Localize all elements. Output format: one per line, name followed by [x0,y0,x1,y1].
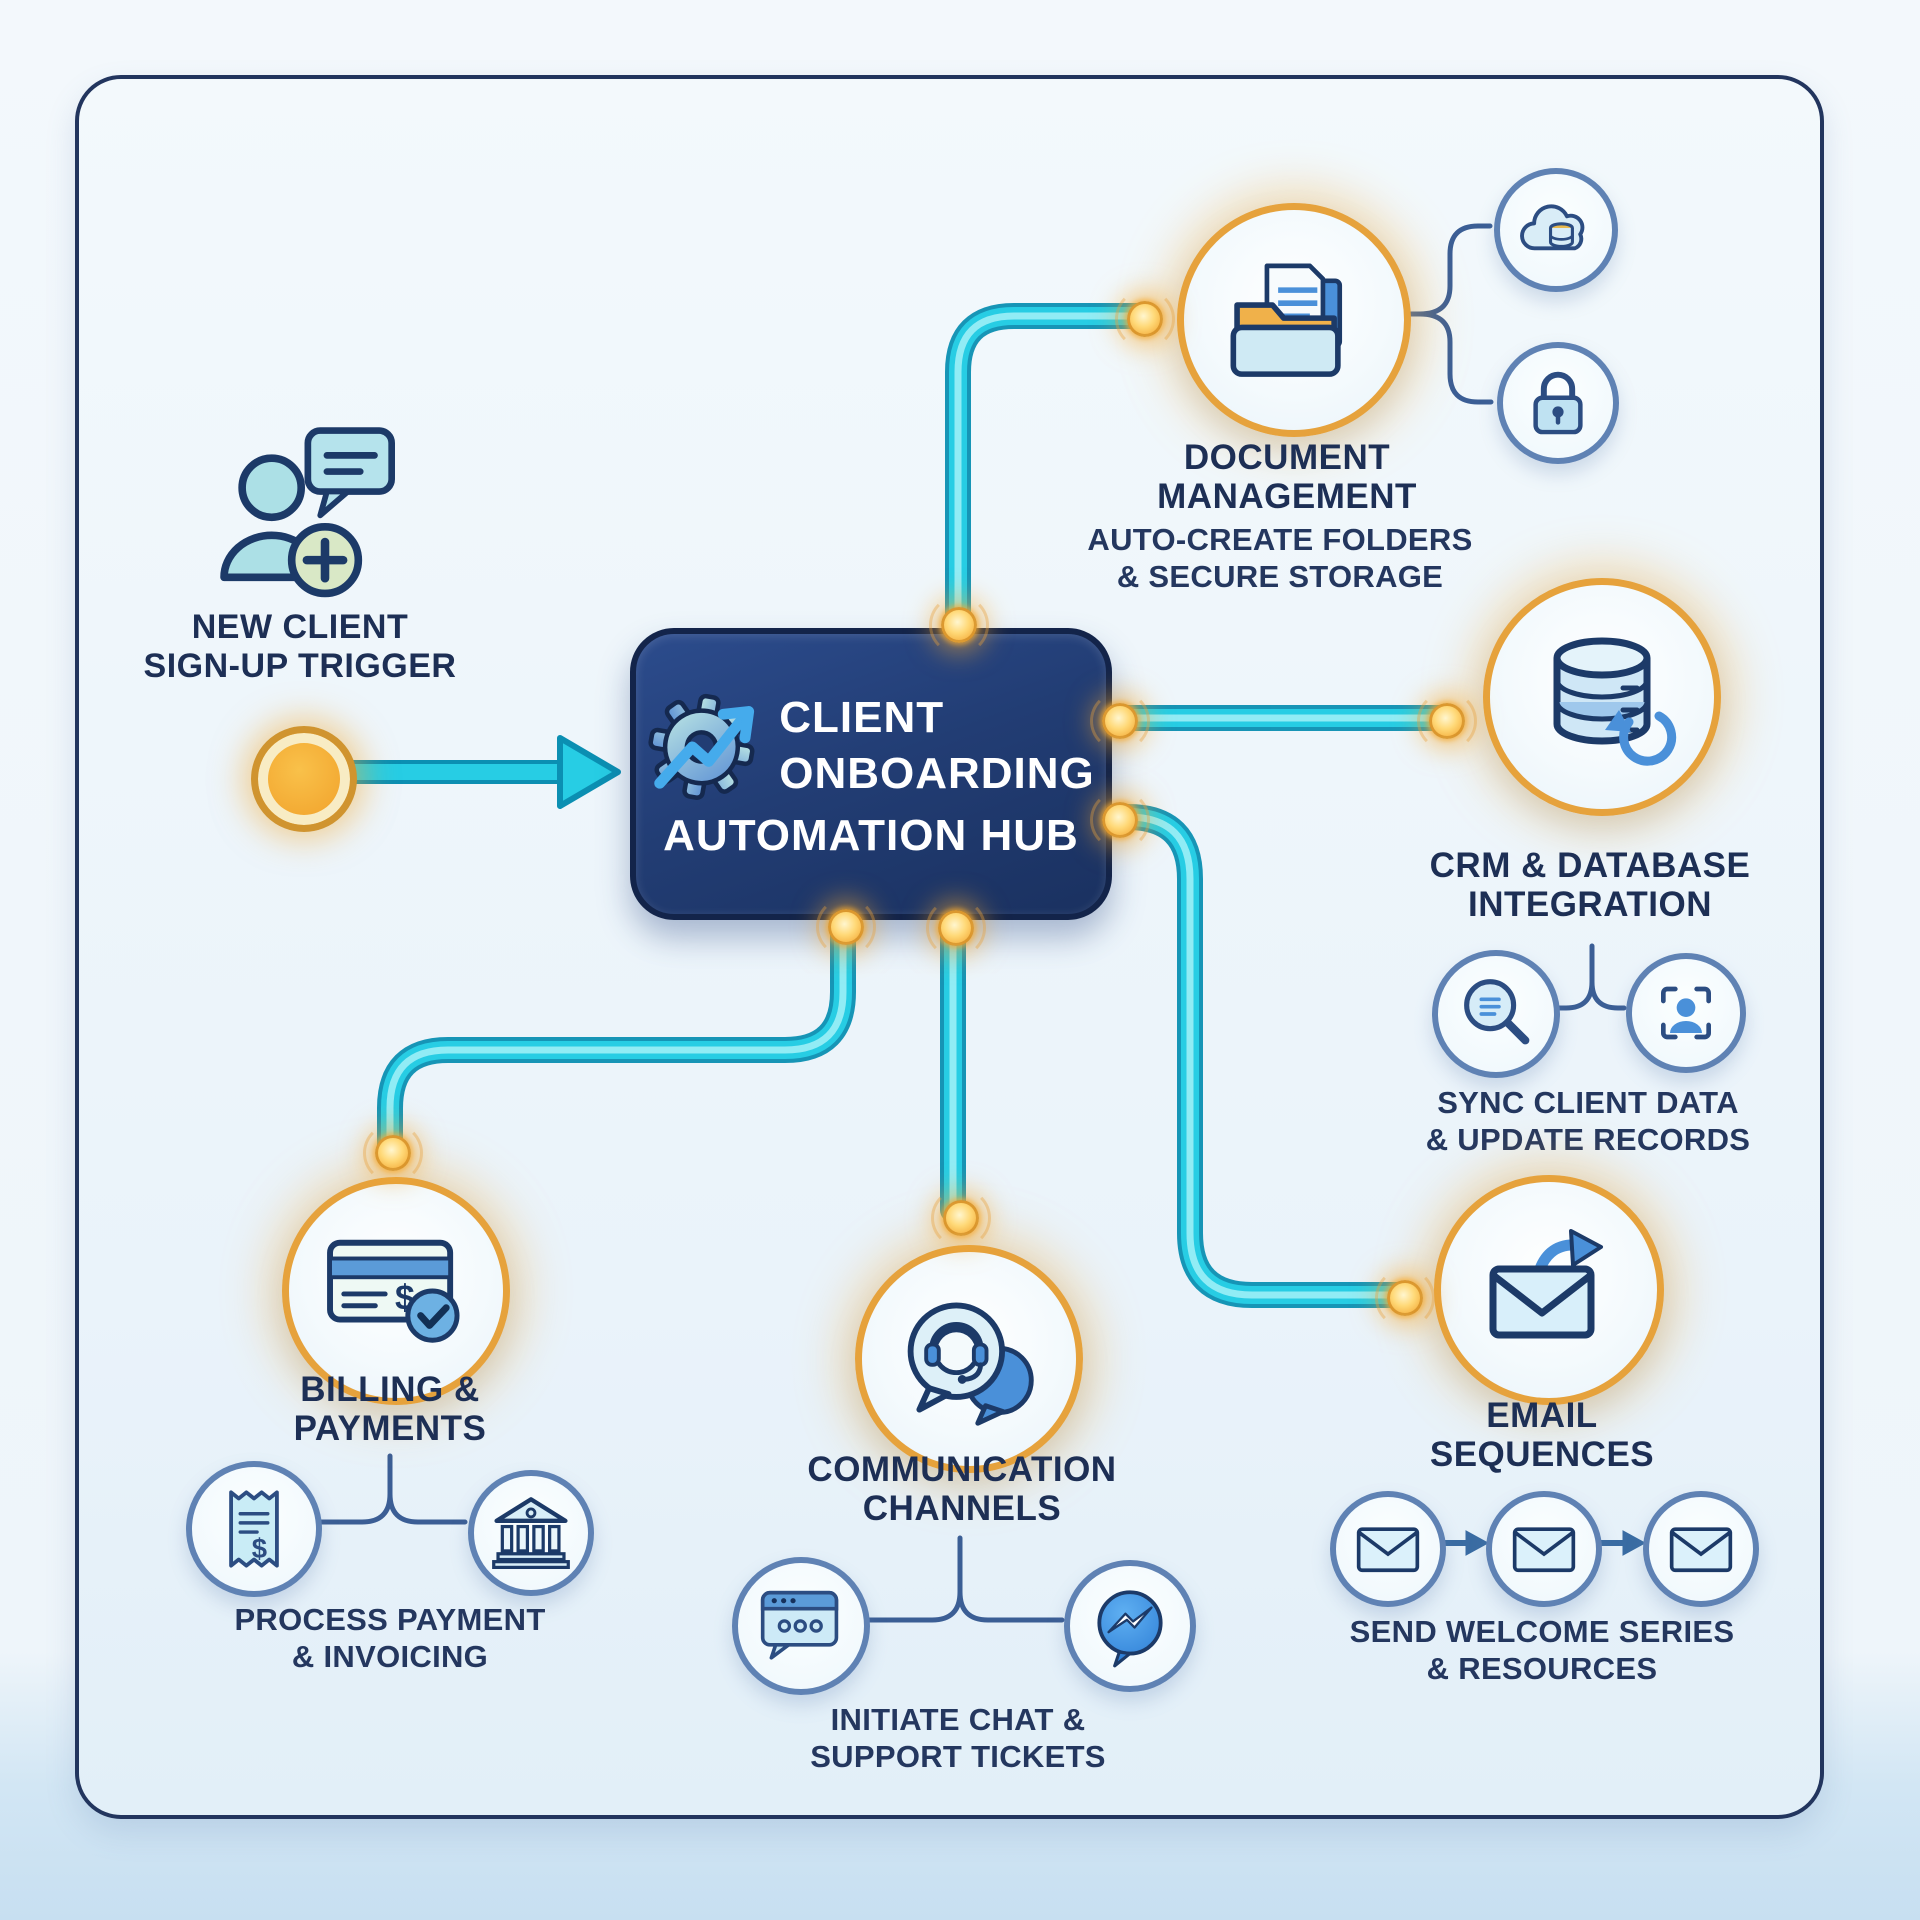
sequence-arrows [1441,1530,1647,1556]
messenger-icon [1084,1580,1176,1672]
document-satellite-cloud [1494,168,1618,292]
email-step-2 [1486,1491,1602,1607]
billing-title: BILLING & PAYMENTS [293,1370,487,1449]
lock-icon [1517,362,1599,444]
billing-satellite-receipt: $ [186,1461,322,1597]
crm-satellite-search [1432,950,1560,1078]
gear-growth-arrow-icon [647,687,765,805]
glow-dot-email [1375,1268,1435,1328]
contact-frame-icon [1646,973,1726,1053]
envelope-icon [1664,1516,1738,1582]
crm-subtitle: SYNC CLIENT DATA & UPDATE RECORDS [1425,1085,1751,1157]
satellite-connectors [310,223,1627,1623]
document-subtitle: AUTO-CREATE FOLDERS & SECURE STORAGE [1087,522,1473,594]
search-records-icon [1452,970,1540,1058]
envelope-icon [1507,1516,1581,1582]
trigger-label: NEW CLIENT SIGN-UP TRIGGER [143,608,457,686]
automation-hub-node: CLIENT ONBOARDING AUTOMATION HUB [630,628,1112,920]
billing-subtitle: PROCESS PAYMENT & INVOICING [234,1602,546,1674]
bank-icon [488,1493,574,1573]
crm-database-node [1483,578,1721,816]
glow-dot-hub-right-lower [1090,790,1150,850]
credit-card-check-icon: $ [322,1227,470,1355]
glow-dot-hub-top [929,595,989,655]
communication-satellite-messenger [1064,1560,1196,1692]
envelope-icon [1351,1516,1425,1582]
crm-satellite-contact [1626,953,1746,1073]
hub-title-line2: ONBOARDING [779,749,1095,798]
hub-title-line1: CLIENT [779,692,945,742]
glow-dot-document [1115,289,1175,349]
glow-dot-communication [931,1188,991,1248]
crm-title: CRM & DATABASE INTEGRATION [1429,846,1751,925]
new-client-person-add-icon [205,415,405,610]
trigger-start-node [251,726,357,832]
envelope-send-icon [1479,1225,1619,1355]
receipt-icon: $ [212,1483,296,1575]
glow-dot-hub-bottom-left [816,897,876,957]
folder-documents-icon [1224,254,1364,386]
communication-subtitle: INITIATE CHAT & SUPPORT TICKETS [810,1702,1106,1774]
email-step-1 [1330,1491,1446,1607]
hub-title-line3: AUTOMATION HUB [663,811,1079,860]
glow-dot-hub-bottom-right [926,898,986,958]
email-step-3 [1643,1491,1759,1607]
communication-channels-node [855,1245,1083,1473]
email-title: EMAIL SEQUENCES [1429,1396,1655,1475]
trigger-arrow [340,735,621,809]
billing-satellite-bank [468,1470,594,1596]
svg-text:$: $ [252,1533,267,1564]
communication-title: COMMUNICATION CHANNELS [807,1450,1117,1529]
email-sequences-node [1434,1175,1664,1405]
glow-dot-hub-right-upper [1090,691,1150,751]
cloud-database-icon [1513,189,1599,271]
database-sync-icon [1527,622,1677,772]
glow-dot-crm [1417,691,1477,751]
support-chat-headset-icon [896,1290,1042,1428]
document-satellite-lock [1497,342,1619,464]
email-subtitle: SEND WELCOME SERIES & RESOURCES [1349,1614,1735,1686]
glow-dot-billing [363,1123,423,1183]
document-management-node [1177,203,1411,437]
communication-satellite-chat [732,1557,870,1695]
chat-window-icon [754,1582,848,1670]
document-title: DOCUMENT MANAGEMENT [1157,438,1417,517]
